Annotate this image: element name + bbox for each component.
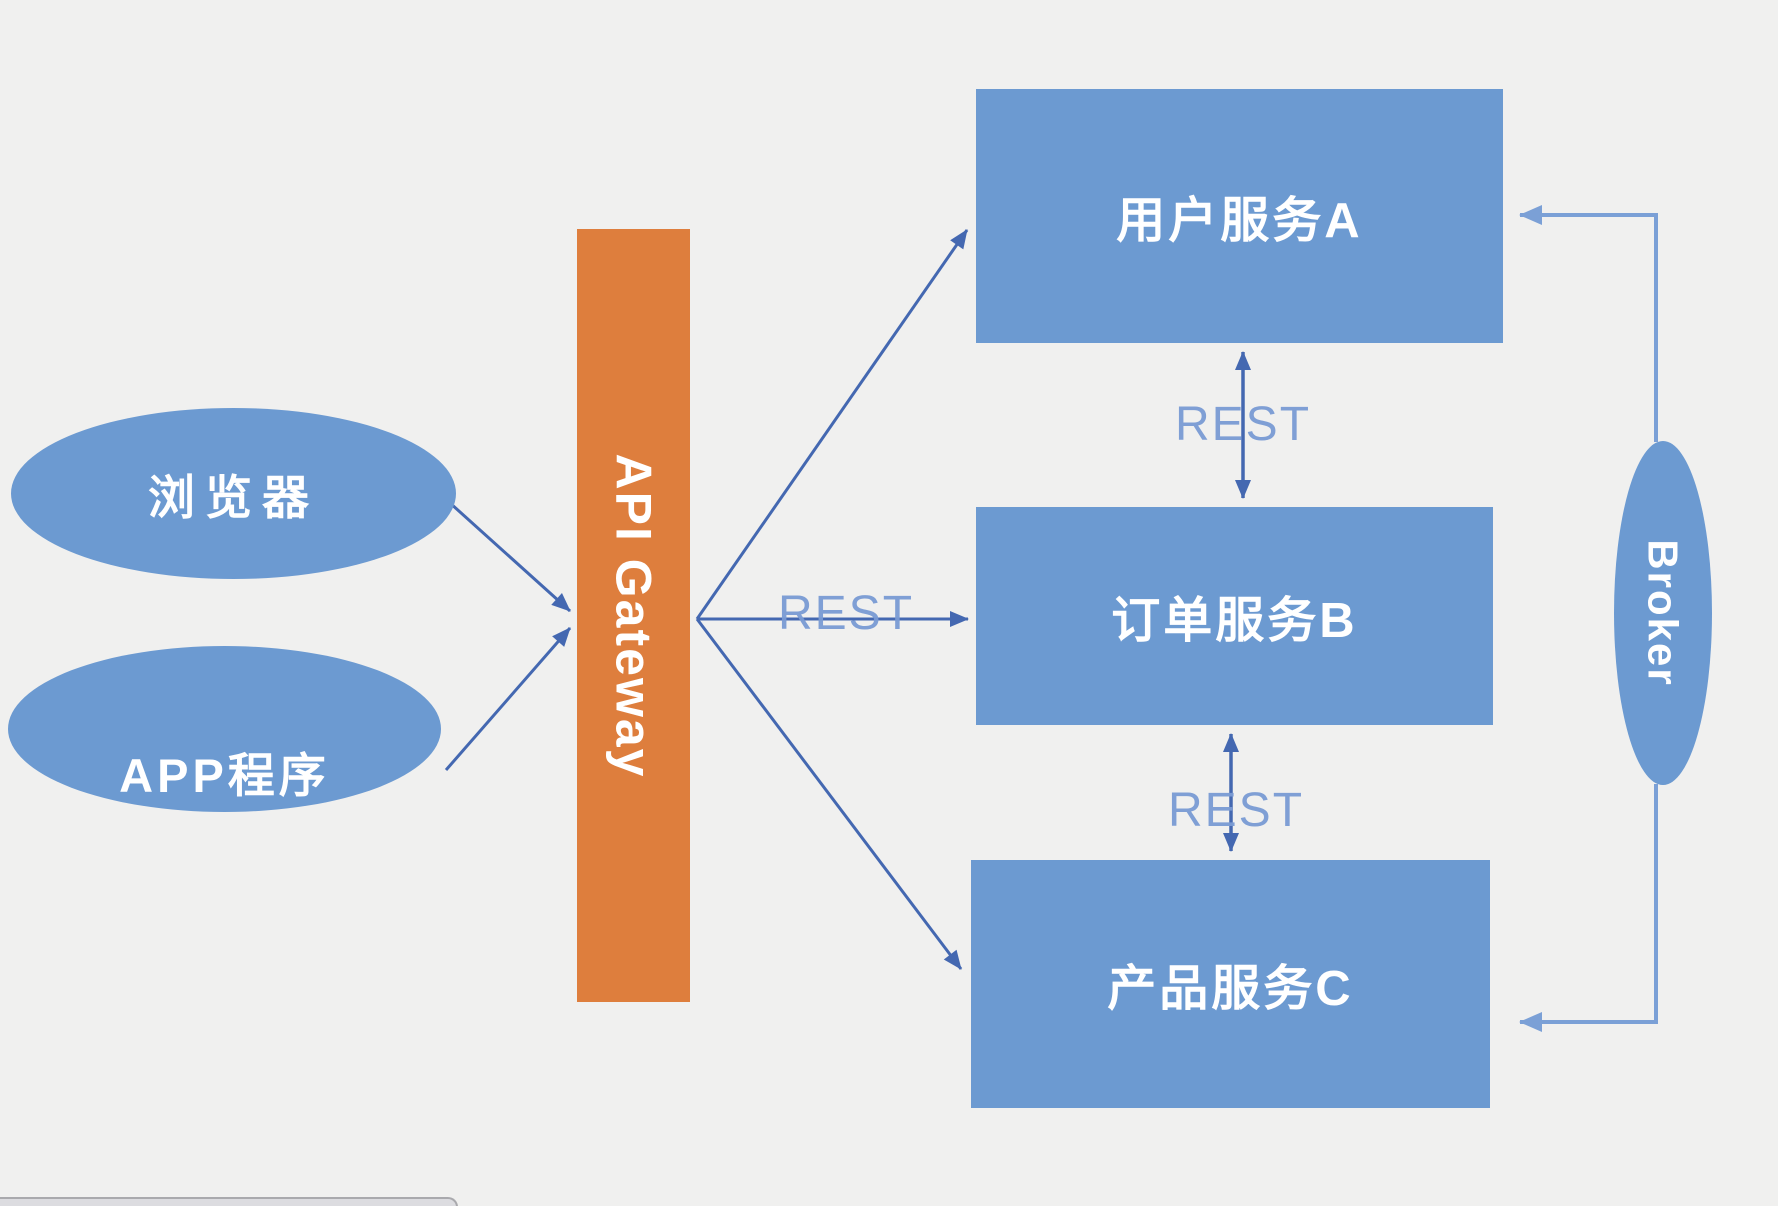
edge-gateway-to-service-a (695, 229, 969, 620)
node-service-b-label: 订单服务B (1111, 593, 1358, 648)
node-broker-label: Broker (1640, 539, 1687, 687)
edge-app-to-gateway (444, 627, 572, 771)
node-app-label: APP程序 (119, 748, 330, 802)
node-service-b: 订单服务B (976, 507, 1493, 725)
node-service-a-label: 用户服务A (1116, 193, 1363, 248)
edge-broker-to-service-a (1519, 205, 1658, 442)
node-broker: Broker (1614, 441, 1712, 785)
node-service-c: 产品服务C (971, 860, 1490, 1108)
node-api-gateway-label: API Gateway (605, 453, 662, 778)
node-api-gateway: API Gateway (577, 229, 690, 1002)
edge-broker-to-service-c (1519, 784, 1658, 1032)
node-service-c-label: 产品服务C (1107, 961, 1354, 1016)
horizontal-scrollbar[interactable] (0, 1197, 458, 1206)
node-service-a: 用户服务A (976, 89, 1503, 343)
edge-browser-to-gateway (448, 501, 572, 613)
node-app: APP程序 (8, 646, 441, 812)
edge-label-gateway-to-b: REST (778, 587, 915, 640)
edge-label-b-to-c: REST (1168, 784, 1305, 837)
edge-gateway-to-service-c (695, 618, 963, 970)
node-browser: 浏览器 (11, 408, 456, 579)
node-browser-label: 浏览器 (148, 471, 319, 524)
edge-label-a-to-b: REST (1175, 398, 1312, 451)
